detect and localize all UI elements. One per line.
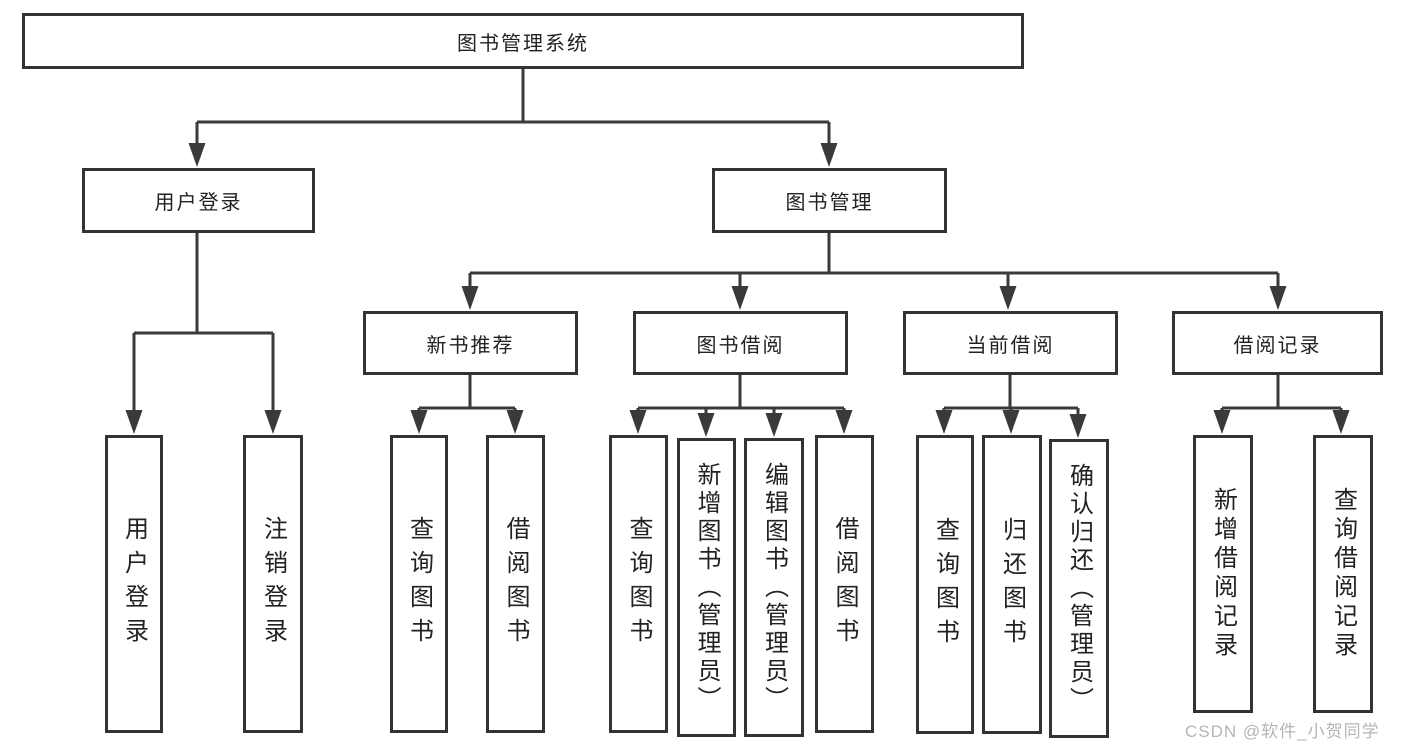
node-book-borrow: 图书借阅 xyxy=(633,311,848,375)
arrow-down-icon xyxy=(1002,410,1020,434)
node-new-book-rec-label: 新书推荐 xyxy=(426,334,515,357)
arrow-down-icon xyxy=(731,286,749,310)
arrow-down-icon xyxy=(506,410,524,434)
arrow-down-icon xyxy=(935,410,953,434)
leaf-cb-confirm-return-label: 确认归还（管理员） xyxy=(1065,462,1093,715)
leaf-logout: 注销登录 xyxy=(243,435,303,733)
connector-book-mgmt-children xyxy=(468,233,1280,288)
arrow-down-icon xyxy=(1069,414,1087,438)
leaf-cb-return-book-label: 归还图书 xyxy=(998,516,1026,653)
arrow-down-icon xyxy=(1213,410,1231,434)
leaf-user-login: 用户登录 xyxy=(105,435,163,733)
connector-book-borrow-children xyxy=(636,375,846,414)
arrow-down-icon xyxy=(125,410,143,434)
arrow-down-icon xyxy=(999,286,1017,310)
arrow-down-icon xyxy=(629,410,647,434)
node-new-book-rec: 新书推荐 xyxy=(363,311,578,375)
arrow-down-icon xyxy=(410,410,428,434)
connector-borrow-record-children xyxy=(1220,375,1343,412)
leaf-bb-borrow-book: 借阅图书 xyxy=(815,435,874,733)
node-root: 图书管理系统 xyxy=(22,13,1024,69)
node-current-borrow: 当前借阅 xyxy=(903,311,1118,375)
leaf-bb-edit-book: 编辑图书（管理员） xyxy=(744,438,804,737)
leaf-bb-add-book-label: 新增图书（管理员） xyxy=(693,461,720,714)
leaf-bb-query-book: 查询图书 xyxy=(609,435,668,733)
leaf-logout-label: 注销登录 xyxy=(259,516,287,652)
node-book-mgmt: 图书管理 xyxy=(712,168,947,233)
node-book-borrow-label: 图书借阅 xyxy=(696,334,785,357)
leaf-br-query-record-label: 查询借阅记录 xyxy=(1329,487,1357,661)
leaf-br-add-record: 新增借阅记录 xyxy=(1193,435,1253,713)
connector-new-book-children xyxy=(417,375,517,412)
arrow-down-icon xyxy=(1269,286,1287,310)
node-borrow-record: 借阅记录 xyxy=(1172,311,1383,375)
leaf-cb-query-book: 查询图书 xyxy=(916,435,974,734)
leaf-rec-query-book: 查询图书 xyxy=(390,435,448,733)
csdn-watermark: CSDN @软件_小贺同学 xyxy=(1185,722,1380,741)
node-root-label: 图书管理系统 xyxy=(457,32,589,55)
node-current-borrow-label: 当前借阅 xyxy=(966,334,1055,357)
arrow-down-icon xyxy=(697,413,715,437)
node-borrow-record-label: 借阅记录 xyxy=(1233,334,1322,357)
arrow-down-icon xyxy=(461,286,479,310)
arrow-down-icon xyxy=(1332,410,1350,434)
leaf-bb-add-book: 新增图书（管理员） xyxy=(677,438,736,737)
leaf-br-query-record: 查询借阅记录 xyxy=(1313,435,1373,713)
leaf-bb-query-book-label: 查询图书 xyxy=(625,516,652,652)
leaf-bb-borrow-book-label: 借阅图书 xyxy=(831,516,858,652)
arrow-down-icon xyxy=(188,143,206,167)
node-user-login-label: 用户登录 xyxy=(154,192,243,214)
leaf-rec-borrow-book: 借阅图书 xyxy=(486,435,545,733)
leaf-br-add-record-label: 新增借阅记录 xyxy=(1209,487,1237,661)
leaf-cb-query-book-label: 查询图书 xyxy=(931,516,959,653)
arrow-down-icon xyxy=(264,410,282,434)
arrow-down-icon xyxy=(820,143,838,167)
leaf-rec-borrow-book-label: 借阅图书 xyxy=(502,516,529,652)
connector-current-borrow-children xyxy=(942,375,1080,414)
leaf-cb-confirm-return: 确认归还（管理员） xyxy=(1049,439,1109,738)
node-user-login: 用户登录 xyxy=(82,168,315,233)
connector-root-to-level2 xyxy=(195,68,831,146)
leaf-bb-edit-book-label: 编辑图书（管理员） xyxy=(760,461,788,714)
connector-user-login-children xyxy=(132,233,275,412)
leaf-rec-query-book-label: 查询图书 xyxy=(405,516,433,652)
arrow-down-icon xyxy=(835,410,853,434)
arrow-down-icon xyxy=(765,413,783,437)
node-book-mgmt-label: 图书管理 xyxy=(785,192,874,214)
leaf-cb-return-book: 归还图书 xyxy=(982,435,1042,734)
leaf-user-login-label: 用户登录 xyxy=(120,516,148,652)
